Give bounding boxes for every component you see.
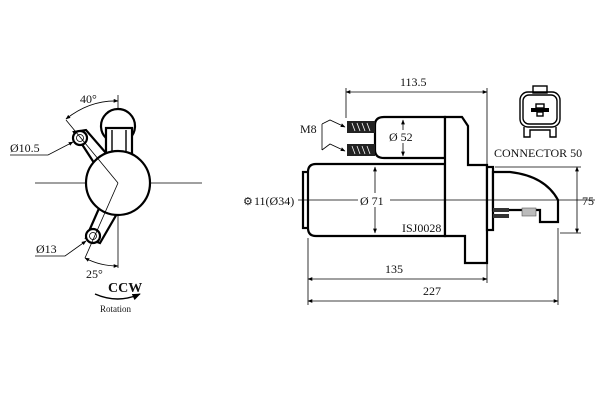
dim-135-label: 135 (385, 262, 403, 276)
hole-lower-label: Ø13 (36, 242, 57, 256)
dim-227-label: 227 (423, 284, 441, 298)
connector-label: CONNECTOR 50 (494, 146, 582, 160)
part-number: ISJ0028 (402, 221, 441, 235)
terminal-lower (347, 144, 375, 156)
mounting-flange (443, 115, 489, 265)
angle-bottom-label: 25° (86, 267, 103, 281)
drive-nose (491, 170, 560, 224)
side-view: 113.5 M8 Ø 52 Ø 71 ISJ00 (243, 75, 595, 305)
dim-75-label: 75 (582, 194, 594, 208)
solenoid-diameter-label: Ø 52 (389, 130, 413, 144)
angle-25-arc (84, 257, 119, 268)
motor-diameter-label: Ø 71 (360, 194, 384, 208)
pinion-gear (521, 207, 537, 217)
connector-view: CONNECTOR 50 (494, 85, 582, 160)
terminal-label: M8 (300, 122, 317, 136)
rotation-label: Rotation (100, 304, 131, 314)
rotation-direction: CCW (108, 281, 142, 296)
front-view: 40° 25° Ø10.5 Ø13 CCW Rotation (10, 92, 202, 314)
pinion-label: 11(Ø34) (254, 194, 294, 208)
terminal-upper (347, 121, 375, 133)
angle-40-arc (65, 98, 119, 120)
dim-113-5-label: 113.5 (400, 75, 427, 89)
angle-top-label: 40° (80, 92, 97, 106)
connector-shell (519, 91, 561, 128)
hole-upper-label: Ø10.5 (10, 141, 40, 155)
gear-icon: ⚙ (243, 196, 253, 208)
rotation-arrow-icon (94, 293, 141, 301)
lower-hole (84, 227, 102, 245)
